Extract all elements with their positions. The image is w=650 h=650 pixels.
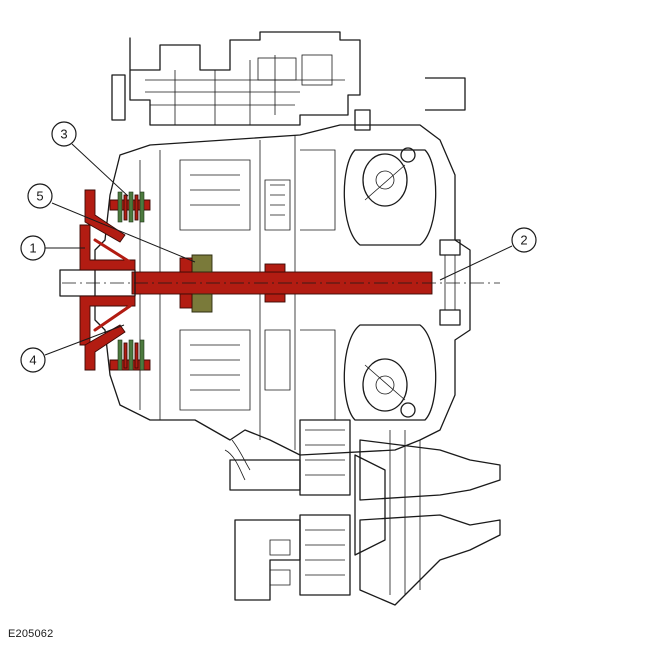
callout-4: 4 [20,324,125,373]
callout-5: 5 [27,183,196,263]
main-shaft [59,269,500,297]
svg-text:5: 5 [36,189,43,204]
svg-text:3: 3 [60,127,67,142]
callout-2: 2 [439,227,537,281]
transmission-case [94,124,471,481]
figure-id: E205062 [8,628,54,640]
svg-text:1: 1 [29,241,36,256]
differential-housing [229,419,501,606]
svg-text:4: 4 [29,353,36,368]
callout-1: 1 [20,235,85,261]
svg-text:2: 2 [520,233,527,248]
valve-body-housing [111,31,466,131]
clutch-pack-lower [117,339,145,371]
torque-converter [343,147,461,421]
clutch-pack-upper [117,191,145,223]
callout-3: 3 [51,121,129,197]
hub-component [179,254,286,313]
